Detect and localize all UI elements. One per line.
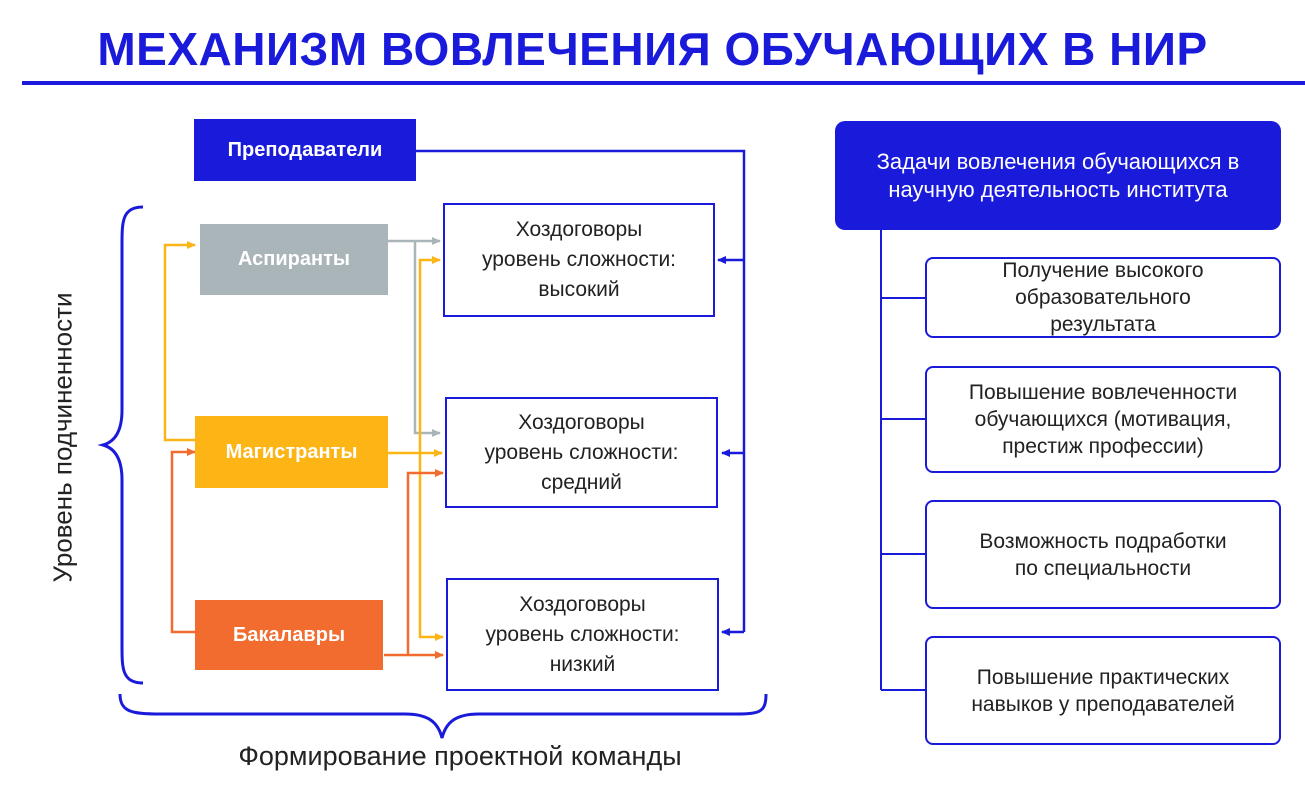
left-brace — [97, 205, 144, 685]
tasks-header: Задачи вовлечения обучающихся в научную … — [835, 121, 1281, 230]
contract-high-box: Хоздоговоры уровень сложности: высокий — [443, 203, 715, 317]
subordination-level-label: Уровень подчиненности — [47, 292, 78, 583]
page-title: МЕХАНИЗМ ВОВЛЕЧЕНИЯ ОБУЧАЮЩИХ В НИР — [97, 23, 1208, 75]
title-underline — [22, 81, 1305, 85]
task-item: Получение высокого образовательного резу… — [925, 257, 1281, 338]
masters-box: Магистранты — [195, 416, 388, 488]
project-team-label: Формирование проектной команды — [238, 741, 682, 771]
task-item: Повышение вовлеченности обучающихся (мот… — [925, 366, 1281, 473]
task-item: Повышение практических навыков у препода… — [925, 636, 1281, 745]
contract-low-box: Хоздоговоры уровень сложности: низкий — [446, 578, 719, 691]
aspirants-box: Аспиранты — [200, 224, 388, 295]
teachers-box: Преподаватели — [194, 119, 416, 181]
bottom-brace — [118, 693, 768, 739]
bachelors-box: Бакалавры — [195, 600, 383, 670]
contract-medium-box: Хоздоговоры уровень сложности: средний — [445, 397, 718, 508]
task-item: Возможность подработки по специальности — [925, 500, 1281, 609]
